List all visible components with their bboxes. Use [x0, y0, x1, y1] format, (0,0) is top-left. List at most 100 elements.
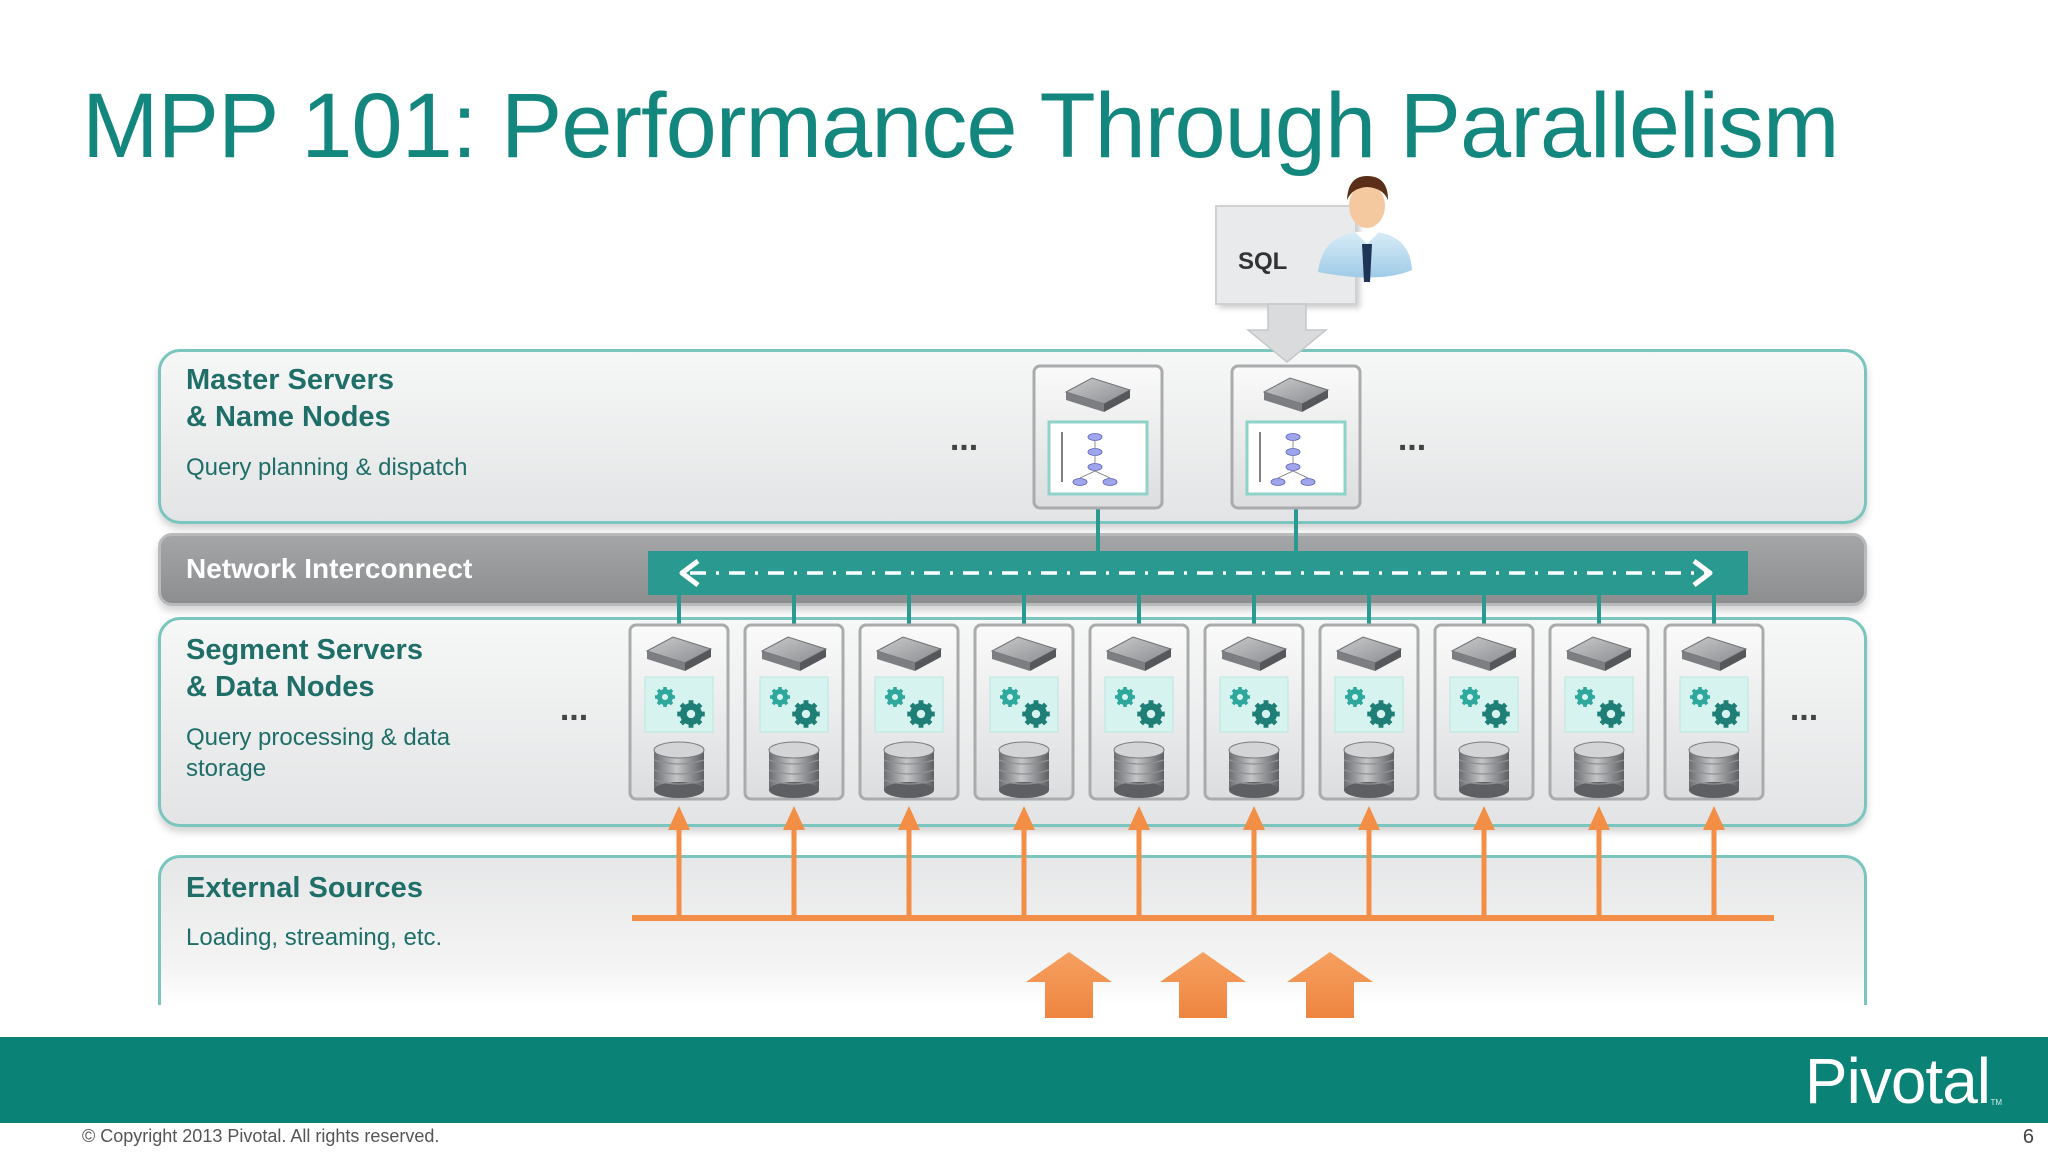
slide-title: MPP 101: Performance Through Parallelism	[82, 75, 1840, 177]
segment-node	[1548, 623, 1650, 801]
server-icon	[1335, 636, 1403, 671]
load-arrow-head	[668, 806, 690, 830]
gear-icon	[1115, 687, 1135, 707]
gear-icon	[1022, 700, 1050, 728]
sql-query-callout	[1215, 205, 1357, 363]
external-tier-subtitle: Loading, streaming, etc.	[186, 924, 443, 951]
external-tier-title: External Sources	[186, 872, 423, 904]
load-arrow-head	[1473, 806, 1495, 830]
segment-node	[1318, 623, 1420, 801]
gear-icon	[677, 700, 705, 728]
segment-node	[1663, 623, 1765, 801]
segment-node	[628, 623, 730, 801]
database-icon	[883, 741, 935, 798]
user-person-icon	[1318, 176, 1412, 282]
segment-nodes	[628, 623, 1765, 801]
gear-icon	[885, 687, 905, 707]
query-plan-icon	[1245, 420, 1347, 496]
database-icon	[998, 741, 1050, 798]
master-tier-subtitle: Query planning & dispatch	[186, 454, 468, 481]
gear-icon	[1367, 700, 1395, 728]
copyright-notice: © Copyright 2013 Pivotal. All rights res…	[82, 1126, 440, 1146]
trademark-mark: TM	[1990, 1098, 2002, 1107]
segment-node	[1433, 623, 1535, 801]
segment-node	[858, 623, 960, 801]
load-arrow-head	[1358, 806, 1380, 830]
load-arrow-head	[1703, 806, 1725, 830]
database-icon	[1573, 741, 1625, 798]
segment-node	[973, 623, 1075, 801]
footer-band	[0, 1037, 2048, 1123]
segment-right-ellipsis: ...	[1790, 690, 1818, 728]
master-left-ellipsis: ...	[950, 420, 978, 458]
segment-node	[1088, 623, 1190, 801]
gear-icon	[1230, 687, 1250, 707]
gear-icon	[1345, 687, 1365, 707]
master-servers-panel	[158, 349, 1867, 524]
gear-icon	[770, 687, 790, 707]
segment-tier-title-line1: Segment Servers	[186, 634, 423, 666]
segment-left-ellipsis: ...	[560, 690, 588, 728]
database-icon	[768, 741, 820, 798]
master-tier-title-line2: & Name Nodes	[186, 401, 391, 433]
server-icon	[1680, 636, 1748, 671]
gear-icon	[1482, 700, 1510, 728]
gear-icon	[1597, 700, 1625, 728]
page-number: 6	[2022, 1126, 2034, 1148]
inbound-data-arrow	[1026, 952, 1112, 1018]
inbound-data-arrow	[1287, 952, 1373, 1018]
server-icon	[875, 636, 943, 671]
database-icon	[1688, 741, 1740, 798]
load-arrow-head	[898, 806, 920, 830]
gear-icon	[1000, 687, 1020, 707]
master-right-ellipsis: ...	[1398, 420, 1426, 458]
load-arrow-head	[1588, 806, 1610, 830]
parallel-load-arrows	[632, 806, 1774, 1018]
master-node	[1230, 364, 1362, 510]
segment-tier-subtitle-line2: storage	[186, 755, 267, 782]
gear-icon	[655, 687, 675, 707]
segment-network-links	[677, 595, 1716, 628]
external-sources-panel	[158, 855, 1867, 1005]
segment-tier-title-line2: & Data Nodes	[186, 671, 375, 703]
server-icon	[1262, 377, 1330, 412]
segment-tier-subtitle-line1: Query processing & data	[186, 724, 451, 751]
gear-icon	[1137, 700, 1165, 728]
load-arrow-head	[1243, 806, 1265, 830]
server-icon	[1105, 636, 1173, 671]
master-node	[1032, 364, 1164, 510]
server-icon	[1064, 377, 1132, 412]
server-icon	[1565, 636, 1633, 671]
sql-label: SQL	[1238, 248, 1288, 275]
gear-icon	[1690, 687, 1710, 707]
server-icon	[760, 636, 828, 671]
server-icon	[990, 636, 1058, 671]
master-nodes	[1032, 364, 1362, 510]
database-icon	[1343, 741, 1395, 798]
load-arrow-head	[783, 806, 805, 830]
master-network-links	[1096, 508, 1298, 552]
database-icon	[1458, 741, 1510, 798]
load-arrow-head	[1013, 806, 1035, 830]
query-plan-icon	[1047, 420, 1149, 496]
gear-icon	[1460, 687, 1480, 707]
gear-icon	[907, 700, 935, 728]
gear-icon	[792, 700, 820, 728]
interconnect-bus	[648, 551, 1748, 595]
gear-icon	[1712, 700, 1740, 728]
server-icon	[1220, 636, 1288, 671]
master-tier-title-line1: Master Servers	[186, 364, 394, 396]
gear-icon	[1252, 700, 1280, 728]
network-tier-title: Network Interconnect	[186, 553, 473, 584]
server-icon	[645, 636, 713, 671]
inbound-data-arrow	[1160, 952, 1246, 1018]
database-icon	[653, 741, 705, 798]
pivotal-logo: Pivotal	[1804, 1045, 1991, 1117]
segment-node	[743, 623, 845, 801]
gear-icon	[1575, 687, 1595, 707]
database-icon	[1228, 741, 1280, 798]
segment-node	[1203, 623, 1305, 801]
load-arrow-head	[1128, 806, 1150, 830]
database-icon	[1113, 741, 1165, 798]
